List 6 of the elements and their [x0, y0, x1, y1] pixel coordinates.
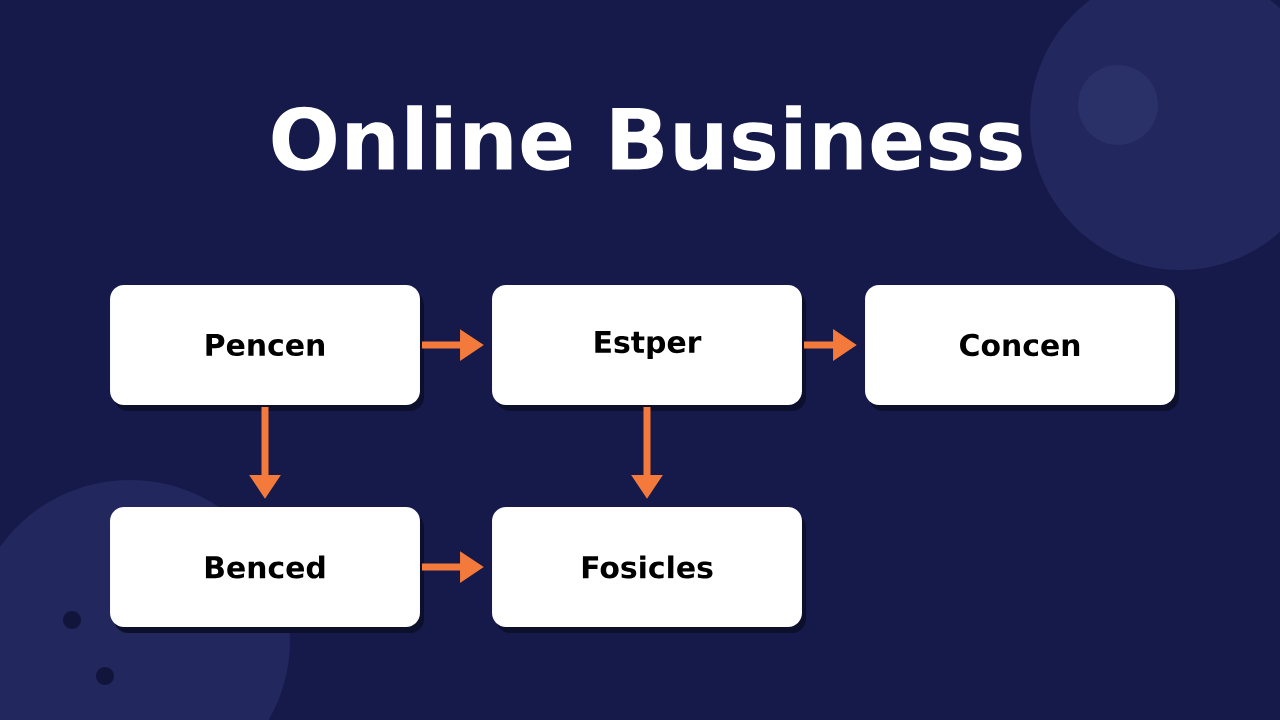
process-box: Estper — [492, 285, 806, 411]
process-box: Fosicles — [492, 507, 806, 633]
process-box: Concen — [865, 285, 1179, 411]
process-box: Pencen — [110, 285, 424, 411]
title: Online Business — [272, 105, 1022, 171]
process-box: Benced — [110, 507, 424, 633]
